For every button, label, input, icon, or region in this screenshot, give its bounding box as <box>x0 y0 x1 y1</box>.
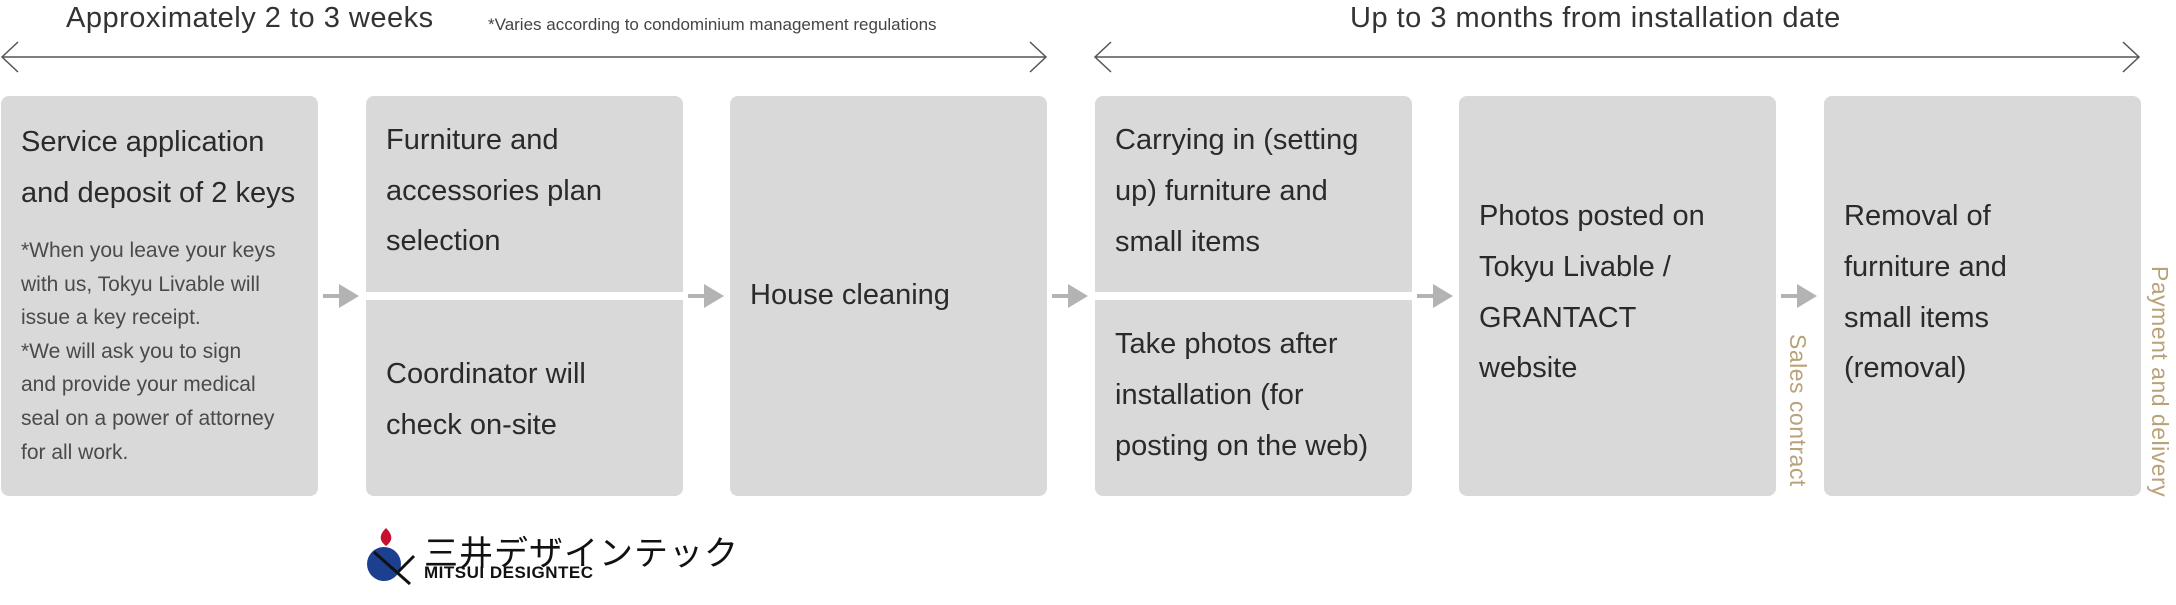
step1-note-line: for all work. <box>21 441 129 464</box>
step4-bottom-line: posting on the web) <box>1115 430 1369 462</box>
phase1-span-arrow <box>0 41 1048 73</box>
step1-title-line2: and deposit of 2 keys <box>21 177 296 209</box>
step6-line: small items <box>1844 302 1990 334</box>
step3-title: House cleaning <box>750 279 950 311</box>
step2-divider <box>366 292 683 300</box>
logo-japanese-text: 三井デザインテック <box>424 535 739 573</box>
sales-contract-label: Sales contract <box>1785 334 1811 487</box>
step-photos-posted: Photos posted on Tokyu Livable / GRANTAC… <box>1459 96 1776 496</box>
step2-top-line: selection <box>386 225 501 257</box>
step4-top-line: up) furniture and <box>1115 175 1328 207</box>
flow-arrow-icon <box>1052 284 1088 308</box>
step-removal: Removal of furniture and small items (re… <box>1824 96 2141 496</box>
step1-note-line: issue a key receipt. <box>21 306 201 329</box>
step1-note-line: with us, Tokyu Livable will <box>21 273 260 296</box>
step4-top-line: Carrying in (setting <box>1115 124 1359 156</box>
flow-arrow-icon <box>1417 284 1453 308</box>
step-carrying-in: Carrying in (setting up) furniture and s… <box>1095 96 1412 496</box>
step5-line: Tokyu Livable / <box>1479 251 1671 283</box>
step4-divider <box>1095 292 1412 300</box>
step2-top-line: Furniture and <box>386 124 559 156</box>
step6-line: (removal) <box>1844 352 1967 384</box>
step-plan-selection: Furniture and accessories plan selection… <box>366 96 683 496</box>
payment-delivery-label: Payment and delivery <box>2147 266 2173 498</box>
flow-arrow-icon <box>688 284 724 308</box>
phase1-duration-note: *Varies according to condominium managem… <box>488 15 937 34</box>
mitsui-designtec-logo: 三井デザインテック MITSUI DESIGNTEC <box>364 522 738 586</box>
flow-arrow-icon <box>323 284 359 308</box>
step4-top-line: small items <box>1115 226 1261 258</box>
step5-line: Photos posted on <box>1479 200 1705 232</box>
step-service-application: Service application and deposit of 2 key… <box>1 96 318 496</box>
logo-english-text: MITSUI DESIGNTEC <box>424 563 594 582</box>
step4-bottom-line: installation (for <box>1115 379 1304 411</box>
step1-note-line: *When you leave your keys <box>21 239 276 262</box>
step5-line: GRANTACT <box>1479 302 1637 334</box>
step2-top-line: accessories plan <box>386 175 602 207</box>
step2-bottom-line: Coordinator will <box>386 358 586 390</box>
phase2-duration-label: Up to 3 months from installation date <box>1350 2 1841 34</box>
step5-line: website <box>1479 352 1578 384</box>
step6-line: furniture and <box>1844 251 2007 283</box>
step4-bottom-line: Take photos after <box>1115 328 1338 360</box>
step1-note-line: and provide your medical <box>21 373 256 396</box>
phase1-duration-label: Approximately 2 to 3 weeks <box>66 2 434 34</box>
phase2-span-arrow <box>1093 41 2141 73</box>
mitsui-designtec-logo-mark <box>367 528 416 586</box>
step-house-cleaning: House cleaning <box>730 96 1047 496</box>
flow-arrow-icon <box>1781 284 1817 308</box>
step1-title-line1: Service application <box>21 126 265 158</box>
step2-bottom-line: check on-site <box>386 409 557 441</box>
step1-note-line: seal on a power of attorney <box>21 407 275 430</box>
step6-line: Removal of <box>1844 200 1991 232</box>
step1-note-line: *We will ask you to sign <box>21 340 242 363</box>
